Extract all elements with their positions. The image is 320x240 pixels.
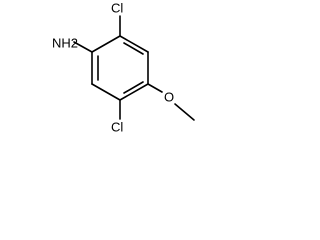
benzene-ring — [91, 35, 149, 101]
bond-oxygen-to-methyl — [174, 103, 195, 121]
chlorine-label-top: Cl — [111, 0, 123, 15]
amine-label: NH2 — [52, 35, 78, 50]
bond-to-amine — [73, 41, 93, 53]
ring-double-bond-inner-1 — [123, 42, 144, 55]
ring-double-bond-inner-2 — [123, 81, 144, 94]
chlorine-label-bottom: Cl — [111, 119, 123, 134]
chemical-structure-diagram: NH2 Cl Cl O — [52, 0, 195, 134]
ring-bond-2 — [119, 35, 149, 53]
ring-bond-4 — [119, 83, 149, 101]
oxygen-label: O — [164, 89, 174, 104]
ring-bond-5 — [91, 83, 121, 101]
ring-bond-1 — [91, 35, 121, 53]
bond-to-oxygen — [147, 83, 163, 93]
